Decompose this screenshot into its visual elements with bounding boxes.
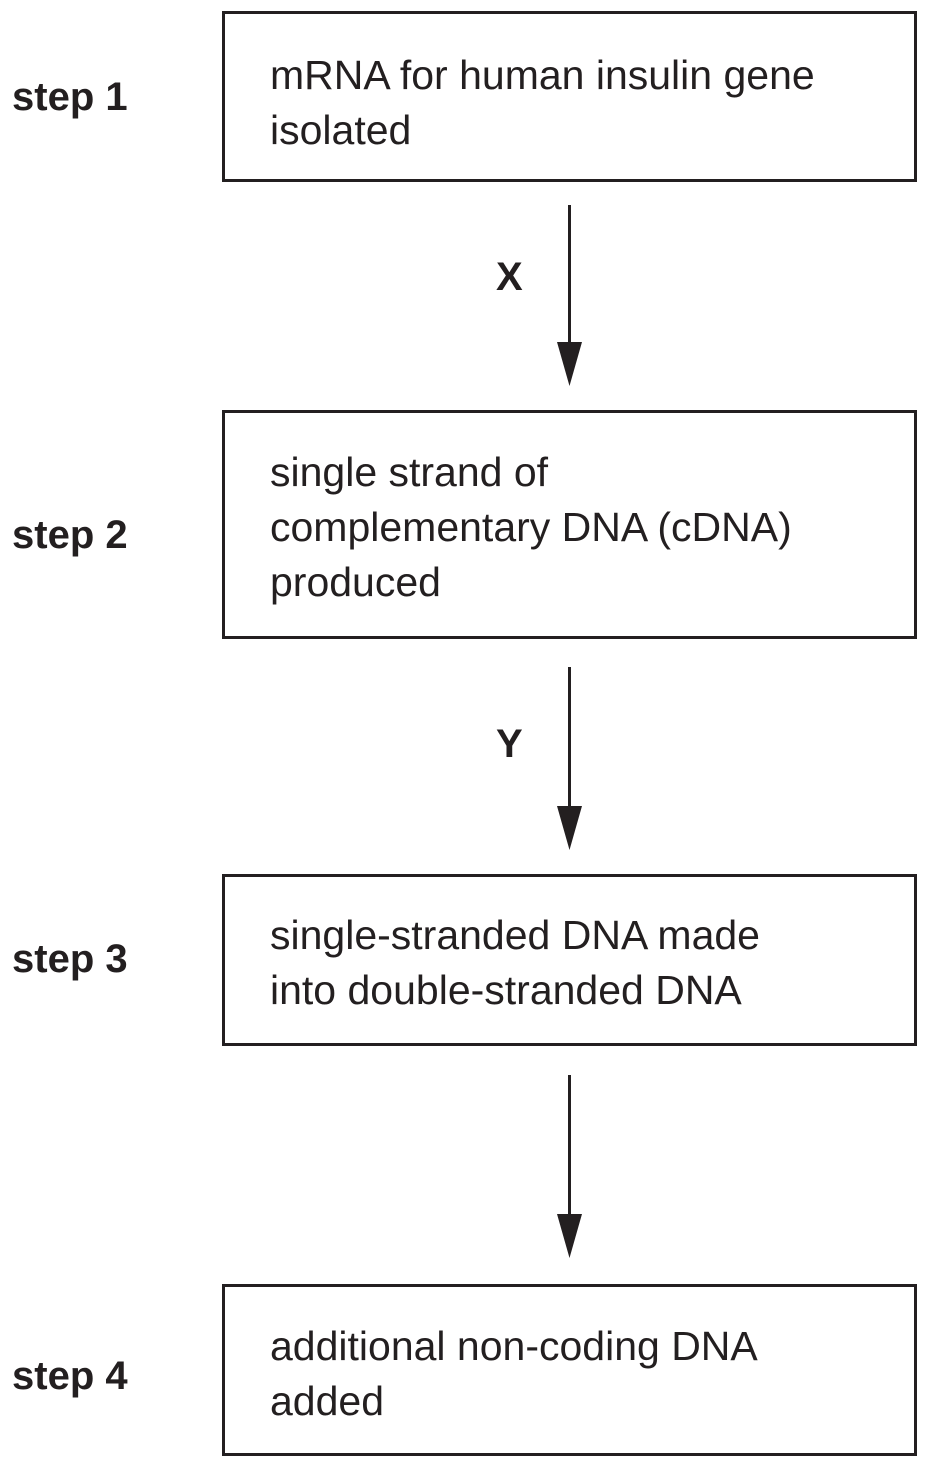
step-2-box: single strand of complementary DNA (cDNA… bbox=[222, 410, 917, 639]
arrow-1-head bbox=[557, 342, 582, 386]
step-2-text: single strand of complementary DNA (cDNA… bbox=[270, 449, 792, 605]
step-1-text: mRNA for human insulin gene isolated bbox=[270, 52, 815, 153]
step-1-box: mRNA for human insulin gene isolated bbox=[222, 11, 917, 182]
arrow-2-head bbox=[557, 806, 582, 850]
step-3-label: step 3 bbox=[12, 937, 128, 981]
arrow-x-label: X bbox=[496, 255, 523, 299]
step-3-box: single-stranded DNA made into double-str… bbox=[222, 874, 917, 1046]
arrow-step2-to-step3 bbox=[557, 667, 582, 850]
arrow-3-head bbox=[557, 1214, 582, 1258]
step-3-text: single-stranded DNA made into double-str… bbox=[270, 912, 760, 1013]
arrow-step1-to-step2 bbox=[557, 205, 582, 386]
step-4-text: additional non-coding DNA added bbox=[270, 1323, 758, 1424]
arrow-y-label: Y bbox=[496, 722, 523, 766]
arrow-step3-to-step4 bbox=[557, 1075, 582, 1258]
step-2-label: step 2 bbox=[12, 513, 128, 557]
step-4-label: step 4 bbox=[12, 1354, 128, 1398]
step-1-label: step 1 bbox=[12, 75, 128, 119]
step-4-box: additional non-coding DNA added bbox=[222, 1284, 917, 1456]
